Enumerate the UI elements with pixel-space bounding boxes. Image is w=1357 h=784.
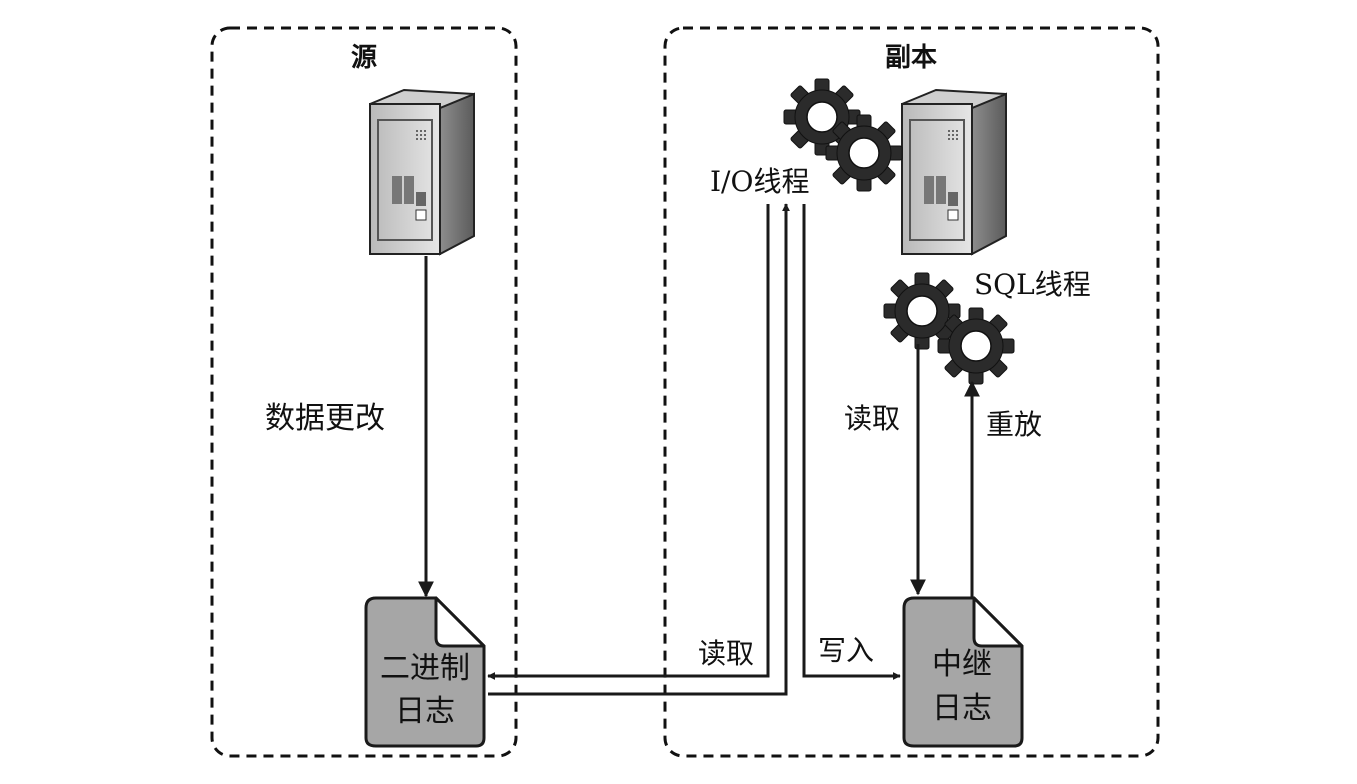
io-read-label: 读取 xyxy=(698,637,754,670)
source-title: 源 xyxy=(351,43,377,73)
sql-read-label: 读取 xyxy=(844,402,900,435)
replica-server-icon xyxy=(901,89,1007,255)
sql-thread-gear-icon-2 xyxy=(937,307,1015,385)
io-write-arrow xyxy=(802,204,901,680)
replica-box xyxy=(663,26,1160,758)
replica-title: 副本 xyxy=(885,43,937,73)
binlog-label-line2: 日志 xyxy=(395,694,455,729)
relay-log-label-line1: 中继 xyxy=(932,647,992,682)
source-box xyxy=(210,26,518,758)
binlog-label-line1: 二进制 xyxy=(380,651,470,686)
sql-thread-gear-icon xyxy=(883,272,961,350)
sql-replay-label: 重放 xyxy=(986,408,1042,441)
io-thread-label: I/O线程 xyxy=(710,165,809,198)
data-change-label: 数据更改 xyxy=(265,401,385,436)
io-return-arrow xyxy=(488,203,790,696)
sql-thread-label: SQL线程 xyxy=(974,268,1091,301)
relay-log-label-line2: 日志 xyxy=(932,691,992,726)
io-write-label: 写入 xyxy=(818,634,874,667)
source-server-icon xyxy=(369,89,475,255)
io-read-arrow xyxy=(487,204,770,680)
io-thread-gear-icon-2 xyxy=(825,114,903,192)
